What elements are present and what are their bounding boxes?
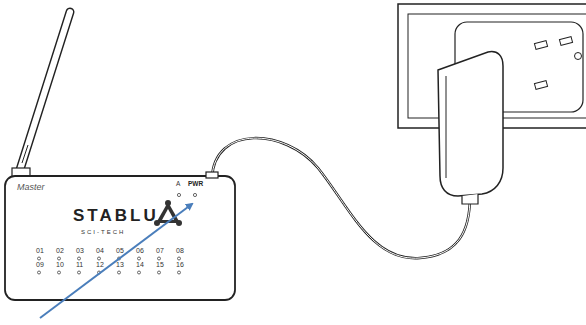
- ground-hole: [575, 53, 582, 60]
- channel-number: 16: [175, 261, 185, 268]
- led: [78, 257, 81, 260]
- led: [118, 271, 121, 274]
- led: [138, 271, 141, 274]
- channel-number: 06: [135, 247, 145, 254]
- channel-number: 13: [115, 261, 125, 268]
- led: [193, 193, 196, 196]
- channel-number: 09: [35, 261, 45, 268]
- led-label: PWR: [188, 181, 203, 188]
- cable-highlight: [212, 138, 470, 258]
- antenna-outline: [18, 12, 70, 176]
- adapter-strain-relief: [462, 194, 478, 204]
- led: [158, 257, 161, 260]
- led: [177, 193, 180, 196]
- led: [178, 257, 181, 260]
- channel-number: 05: [115, 247, 125, 254]
- device-housing: [5, 176, 235, 300]
- device-box: Master A PWR STABLU SCI-TECH 01 02 03 04 05 06 07 08…: [5, 176, 235, 300]
- led: [58, 257, 61, 260]
- led: [38, 257, 41, 260]
- led: [98, 257, 101, 260]
- socket-slot: [534, 81, 547, 90]
- led: [58, 271, 61, 274]
- led: [98, 271, 101, 274]
- pointer-line: [40, 204, 192, 318]
- brand-logo: STABLU: [73, 207, 159, 224]
- channel-number: 14: [135, 261, 145, 268]
- power-jack: [206, 172, 218, 178]
- power-adapter: [438, 52, 503, 196]
- led-label: A: [176, 181, 180, 188]
- led: [118, 257, 121, 260]
- socket-slot: [559, 37, 572, 46]
- power-cable: [212, 138, 470, 258]
- channel-number: 02: [55, 247, 65, 254]
- led: [158, 271, 161, 274]
- channel-leds: [38, 257, 181, 274]
- channel-number: 07: [155, 247, 165, 254]
- led: [138, 257, 141, 260]
- antenna-body: [18, 12, 70, 176]
- socket-slot: [534, 41, 547, 50]
- led: [78, 271, 81, 274]
- channel-number: 04: [95, 247, 105, 254]
- channel-number: 15: [155, 261, 165, 268]
- brand-subtitle: SCI-TECH: [81, 229, 125, 235]
- device-name: Master: [17, 183, 45, 192]
- channel-number: 01: [35, 247, 45, 254]
- led: [178, 271, 181, 274]
- channel-number: 12: [95, 261, 105, 268]
- channel-number: 08: [175, 247, 185, 254]
- antenna-joint: [22, 145, 28, 163]
- led: [38, 271, 41, 274]
- channel-number: 11: [75, 261, 84, 268]
- channel-number: 10: [55, 261, 65, 268]
- channel-number: 03: [75, 247, 85, 254]
- adapter-edge: [446, 76, 447, 178]
